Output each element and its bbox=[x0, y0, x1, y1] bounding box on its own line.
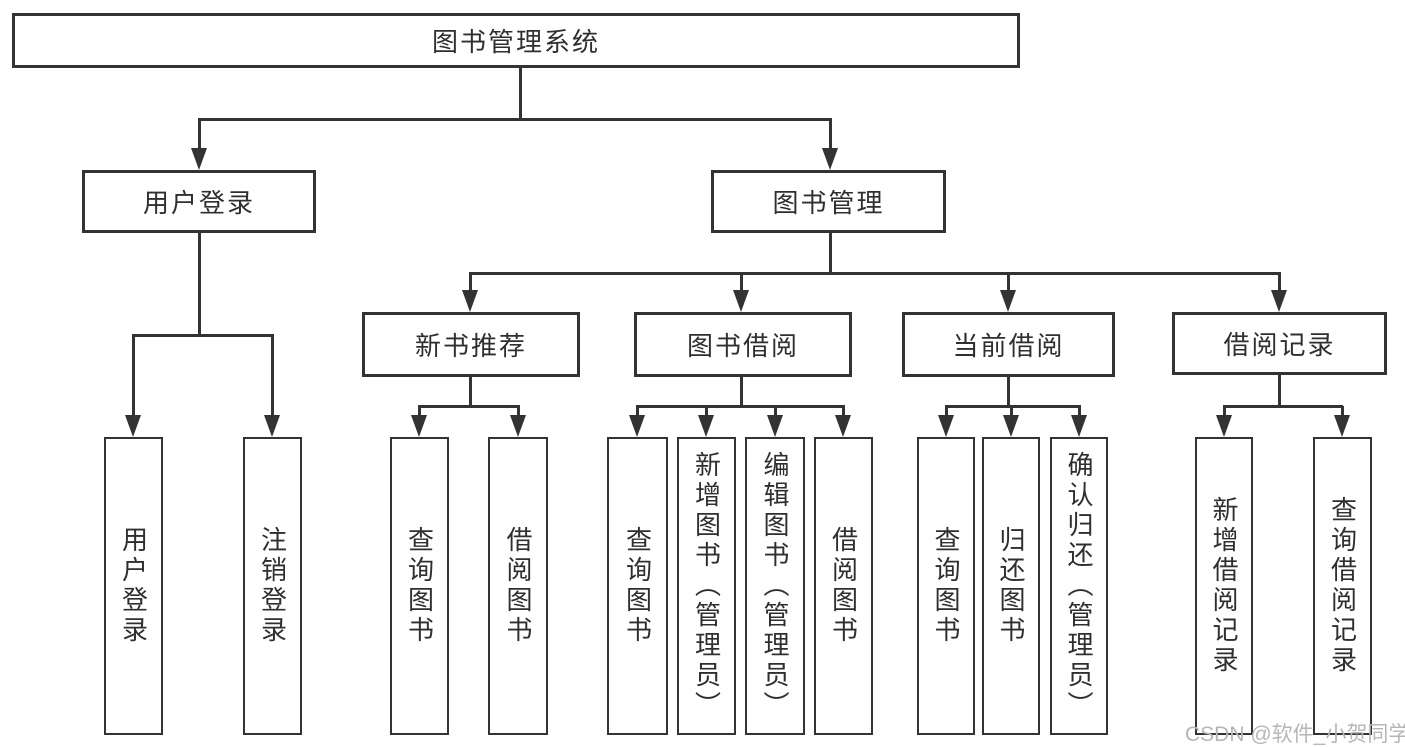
connector-line bbox=[271, 335, 274, 416]
leaf-borrow-books: 借阅图书 bbox=[814, 437, 873, 735]
leaf-add-borrow-record-label: 新增借阅记录 bbox=[1209, 496, 1239, 676]
leaf-confirm-return-admin-label: 确认归还（管理员） bbox=[1064, 451, 1094, 721]
leaf-return-books-label: 归还图书 bbox=[996, 526, 1026, 646]
node-user-login: 用户登录 bbox=[82, 170, 316, 233]
connector-line bbox=[739, 273, 743, 291]
arrowhead-down-icon bbox=[766, 415, 783, 437]
csdn-watermark: CSDN @软件_小贺同学 bbox=[1185, 723, 1405, 746]
node-borrow-records-label: 借阅记录 bbox=[1223, 330, 1336, 360]
arrowhead-down-icon bbox=[835, 415, 851, 437]
node-current-borrow-label: 当前借阅 bbox=[952, 331, 1065, 361]
arrowhead-down-icon bbox=[1333, 415, 1350, 437]
connector-line bbox=[636, 404, 845, 408]
arrowhead-down-icon bbox=[629, 415, 645, 437]
connector-line bbox=[1341, 406, 1344, 416]
connector-line bbox=[739, 376, 743, 406]
arrowhead-down-icon bbox=[732, 290, 749, 312]
connector-line bbox=[516, 406, 520, 416]
connector-line bbox=[468, 273, 472, 291]
node-book-management: 图书管理 bbox=[711, 170, 946, 233]
connector-line bbox=[468, 271, 1281, 275]
connector-line bbox=[418, 404, 520, 408]
connector-line bbox=[197, 119, 201, 149]
leaf-add-books-admin: 新增图书（管理员） bbox=[677, 437, 736, 735]
leaf-query-books-recommend: 查询图书 bbox=[390, 437, 449, 735]
connector-line bbox=[197, 117, 832, 121]
connector-line bbox=[944, 404, 1081, 408]
leaf-query-books-current: 查询图书 bbox=[917, 437, 975, 735]
connector-line bbox=[705, 406, 708, 416]
connector-line bbox=[518, 68, 522, 119]
connector-line bbox=[1077, 406, 1081, 416]
connector-line bbox=[828, 231, 832, 273]
arrowhead-down-icon bbox=[125, 415, 141, 437]
leaf-edit-books-admin: 编辑图书（管理员） bbox=[745, 437, 805, 735]
leaf-query-books-current-label: 查询图书 bbox=[931, 526, 961, 646]
node-book-borrow-label: 图书借阅 bbox=[686, 331, 799, 361]
leaf-query-books-borrow-label: 查询图书 bbox=[622, 526, 653, 646]
node-library-system-label: 图书管理系统 bbox=[431, 27, 600, 57]
leaf-user-login-label: 用户登录 bbox=[118, 526, 149, 646]
node-book-borrow: 图书借阅 bbox=[634, 312, 852, 377]
connector-line bbox=[1277, 375, 1281, 406]
arrowhead-down-icon bbox=[1002, 415, 1019, 437]
leaf-return-books: 归还图书 bbox=[982, 437, 1040, 735]
arrowhead-down-icon bbox=[264, 415, 280, 437]
connector-line bbox=[1222, 406, 1226, 416]
node-borrow-records: 借阅记录 bbox=[1172, 312, 1387, 375]
leaf-query-books-recommend-label: 查询图书 bbox=[404, 526, 435, 646]
arrowhead-down-icon bbox=[698, 415, 714, 437]
connector-line bbox=[842, 406, 845, 416]
leaf-query-borrow-record-label: 查询借阅记录 bbox=[1327, 496, 1358, 676]
leaf-query-books-borrow: 查询图书 bbox=[607, 437, 668, 735]
connector-line bbox=[1222, 404, 1343, 408]
node-new-book-recommend: 新书推荐 bbox=[362, 312, 580, 377]
connector-line bbox=[636, 406, 639, 416]
arrowhead-down-icon bbox=[937, 415, 954, 437]
leaf-confirm-return-admin: 确认归还（管理员） bbox=[1050, 437, 1108, 735]
leaf-borrow-books-label: 借阅图书 bbox=[828, 526, 859, 646]
connector-line bbox=[1006, 273, 1010, 291]
arrowhead-down-icon bbox=[1215, 415, 1232, 437]
node-user-login-label: 用户登录 bbox=[142, 188, 255, 218]
arrowhead-down-icon bbox=[509, 415, 526, 437]
leaf-edit-books-admin-label: 编辑图书（管理员） bbox=[760, 451, 790, 721]
leaf-add-borrow-record: 新增借阅记录 bbox=[1195, 437, 1253, 735]
leaf-user-login: 用户登录 bbox=[104, 437, 163, 735]
connector-line bbox=[132, 333, 274, 337]
node-current-borrow: 当前借阅 bbox=[902, 312, 1115, 377]
connector-line bbox=[468, 376, 472, 406]
arrowhead-down-icon bbox=[999, 290, 1016, 312]
node-new-book-recommend-label: 新书推荐 bbox=[414, 331, 527, 361]
leaf-logout-label: 注销登录 bbox=[257, 526, 288, 646]
connector-line bbox=[773, 406, 777, 416]
arrowhead-down-icon bbox=[190, 148, 207, 170]
arrowhead-down-icon bbox=[461, 290, 478, 312]
leaf-add-books-admin-label: 新增图书（管理员） bbox=[691, 451, 722, 721]
node-library-system: 图书管理系统 bbox=[12, 13, 1020, 68]
leaf-query-borrow-record: 查询借阅记录 bbox=[1313, 437, 1372, 735]
connector-line bbox=[197, 231, 201, 335]
arrowhead-down-icon bbox=[411, 415, 427, 437]
leaf-borrow-books-recommend: 借阅图书 bbox=[488, 437, 548, 735]
connector-line bbox=[132, 335, 135, 416]
connector-line bbox=[828, 119, 832, 149]
leaf-borrow-books-recommend-label: 借阅图书 bbox=[503, 526, 533, 646]
arrowhead-down-icon bbox=[1270, 290, 1287, 312]
leaf-logout: 注销登录 bbox=[243, 437, 302, 735]
connector-line bbox=[1009, 406, 1013, 416]
connector-line bbox=[944, 406, 948, 416]
arrowhead-down-icon bbox=[821, 148, 838, 170]
node-book-management-label: 图书管理 bbox=[772, 188, 885, 218]
connector-line bbox=[1006, 376, 1010, 406]
connector-line bbox=[418, 406, 421, 416]
connector-line bbox=[1277, 273, 1281, 291]
arrowhead-down-icon bbox=[1070, 415, 1087, 437]
